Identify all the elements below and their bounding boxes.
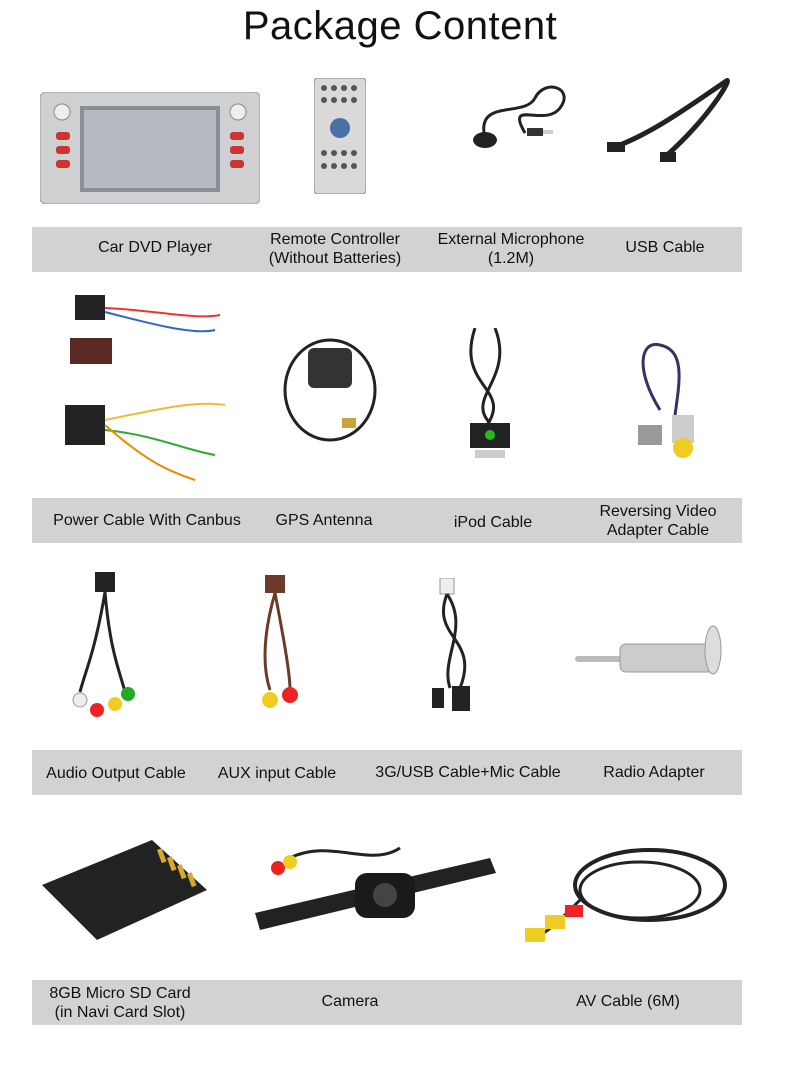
caption-bar-row-2 xyxy=(32,498,742,543)
caption-bar-row-4 xyxy=(32,980,742,1025)
reversing-video-adapter-image xyxy=(638,343,694,458)
usb-cable-image xyxy=(607,78,730,162)
car-dvd-player-image xyxy=(40,92,260,204)
label-camera: Camera xyxy=(321,993,379,1010)
label-reversing-video-adapter: Reversing Video Adapter Cable xyxy=(599,503,717,539)
label-power-cable-canbus: Power Cable With Canbus xyxy=(53,512,241,529)
page-title: Package Content xyxy=(242,4,558,48)
av-cable-image xyxy=(525,848,727,942)
label-remote-controller: Remote Controller (Without Batteries) xyxy=(268,231,402,267)
camera-image xyxy=(255,846,496,930)
label-3g-usb-mic-cable: 3G/USB Cable+Mic Cable xyxy=(375,764,561,781)
3g-usb-mic-cable-image xyxy=(432,578,470,711)
power-cable-canbus-image xyxy=(65,295,226,481)
gps-antenna-image xyxy=(283,338,377,442)
label-audio-output-cable: Audio Output Cable xyxy=(46,765,186,782)
caption-bar-row-3 xyxy=(32,750,742,795)
label-usb-cable: USB Cable xyxy=(625,239,705,256)
label-micro-sd-card: 8GB Micro SD Card (in Navi Card Slot) xyxy=(49,985,191,1021)
label-gps-antenna: GPS Antenna xyxy=(275,512,373,529)
label-ipod-cable: iPod Cable xyxy=(453,514,533,531)
label-av-cable: AV Cable (6M) xyxy=(576,993,680,1010)
radio-adapter-image xyxy=(575,625,722,675)
label-radio-adapter: Radio Adapter xyxy=(603,764,705,781)
aux-input-cable-image xyxy=(262,575,298,708)
audio-output-cable-image xyxy=(72,572,135,717)
micro-sd-card-image xyxy=(42,840,207,940)
external-microphone-image xyxy=(473,85,566,148)
remote-controller-image xyxy=(314,78,366,194)
ipod-cable-image xyxy=(469,328,510,458)
caption-bar-row-1 xyxy=(32,227,742,272)
label-aux-input-cable: AUX input Cable xyxy=(217,765,337,782)
label-car-dvd-player: Car DVD Player xyxy=(98,239,212,256)
label-external-microphone: External Microphone (1.2M) xyxy=(437,231,585,267)
